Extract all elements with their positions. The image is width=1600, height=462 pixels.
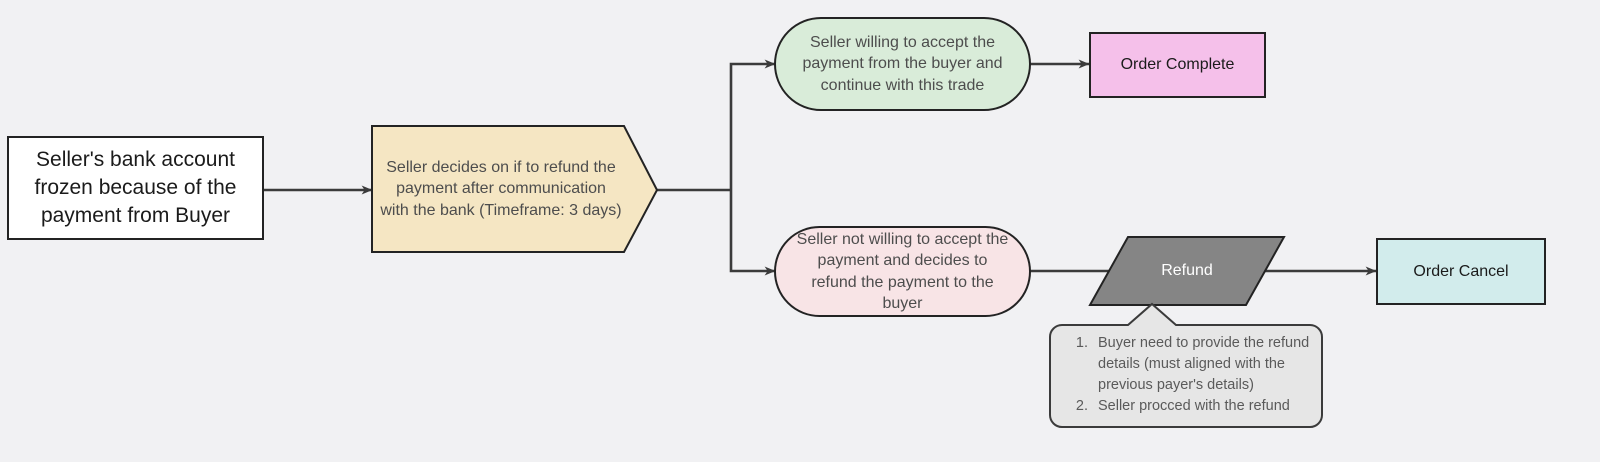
- node-start-shape[interactable]: [7, 136, 264, 240]
- edge-decision-to-decline: [729, 190, 776, 276]
- node-order-cancel-shape[interactable]: [1376, 238, 1546, 305]
- node-note-callout-shape[interactable]: [1049, 302, 1323, 428]
- node-refund-shape[interactable]: [1088, 236, 1286, 306]
- node-order-complete-shape[interactable]: [1089, 32, 1266, 98]
- node-accept-shape[interactable]: [774, 17, 1031, 111]
- node-decline-shape[interactable]: [774, 226, 1031, 317]
- node-decision-shape[interactable]: [371, 125, 659, 253]
- connector-group: [263, 59, 1377, 276]
- edge-decision-to-accept: [729, 59, 776, 190]
